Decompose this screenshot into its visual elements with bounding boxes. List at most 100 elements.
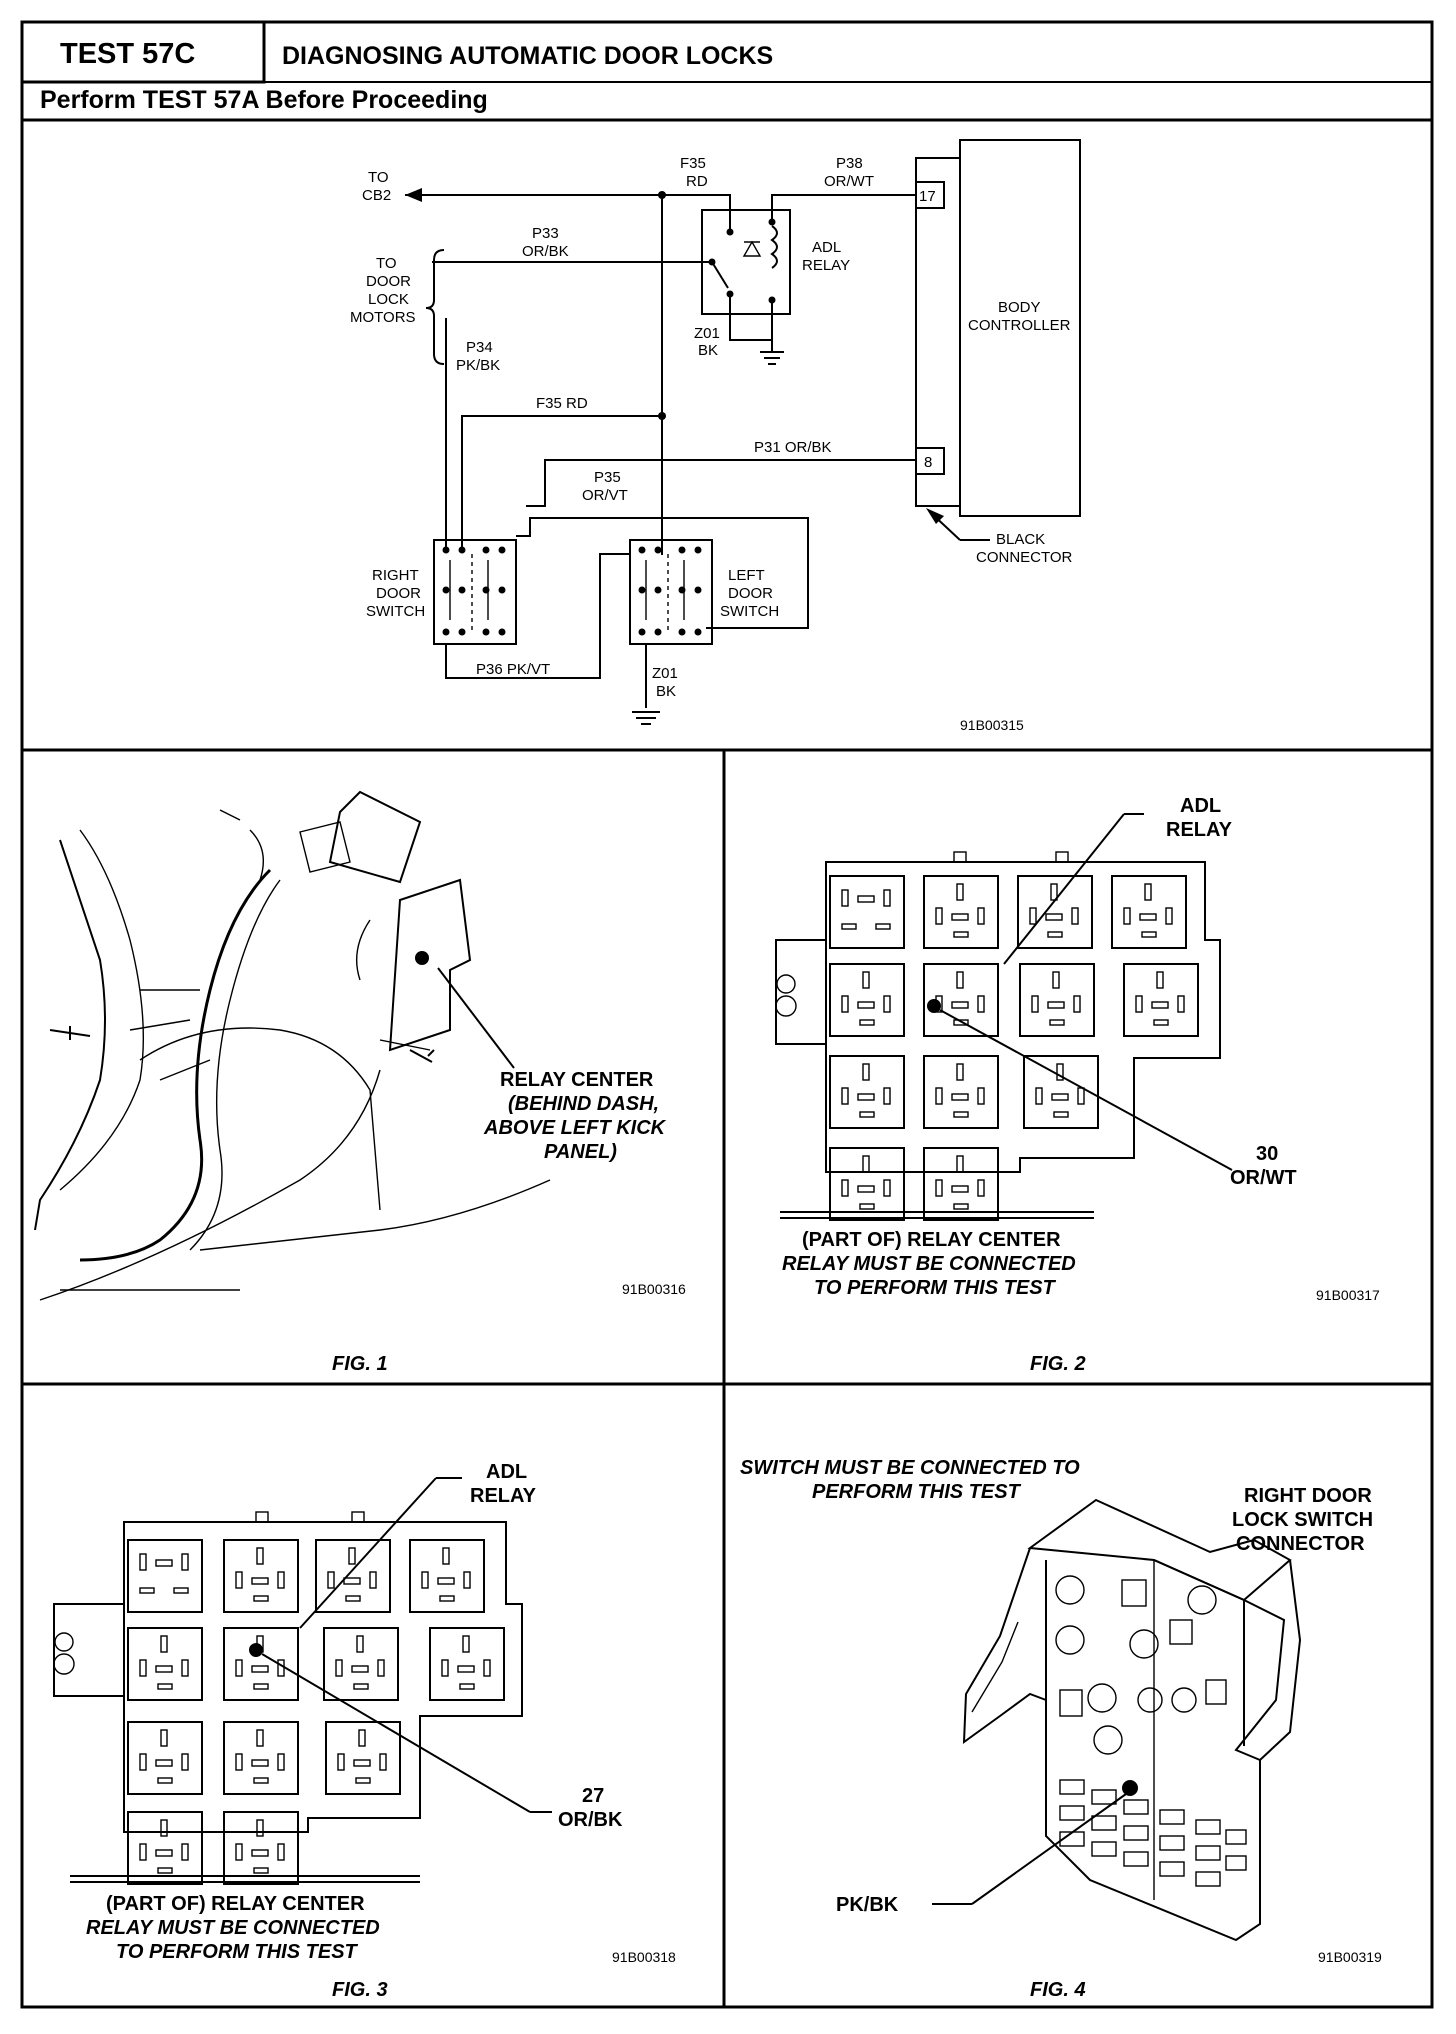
relay-diode bbox=[742, 240, 762, 257]
fig4-connector-label-3: CONNECTOR bbox=[1236, 1533, 1365, 1555]
to-door-lock-motors-label: TO bbox=[376, 255, 397, 272]
p36-wire bbox=[445, 553, 630, 679]
z01-relay-label-2: BK bbox=[698, 342, 718, 359]
page-title: DIAGNOSING AUTOMATIC DOOR LOCKS bbox=[282, 42, 773, 70]
fig4-pin-label: PK/BK bbox=[836, 1894, 899, 1916]
fig3-note-2: RELAY MUST BE CONNECTED bbox=[86, 1917, 380, 1939]
p34-label-2: PK/BK bbox=[456, 357, 500, 374]
p35-label: P35 bbox=[594, 469, 621, 486]
to-door-lock-motors-label-4: MOTORS bbox=[350, 309, 416, 326]
motors-bracket bbox=[425, 249, 445, 365]
body-controller-label-2: CONTROLLER bbox=[968, 317, 1071, 334]
fig4-note-2: PERFORM THIS TEST bbox=[812, 1481, 1022, 1503]
pin-17-box bbox=[915, 181, 945, 209]
fig2-relay-label-2: RELAY bbox=[1166, 819, 1233, 841]
black-connector bbox=[915, 157, 961, 507]
black-connector-label-2: CONNECTOR bbox=[976, 549, 1073, 566]
test-id: TEST 57C bbox=[60, 38, 195, 70]
to-door-lock-motors-label-2: DOOR bbox=[366, 273, 411, 290]
fig1-callout-3: ABOVE LEFT KICK bbox=[483, 1117, 667, 1139]
fig3-code: 91B00318 bbox=[612, 1949, 676, 1965]
cb2-arrow bbox=[405, 188, 422, 202]
black-connector-label: BLACK bbox=[996, 531, 1045, 548]
fig1-callout-4: PANEL) bbox=[544, 1141, 617, 1163]
to-cb2-label: TO bbox=[368, 169, 389, 186]
fig3-relay-label-1: ADL bbox=[486, 1461, 527, 1483]
fig1-code: 91B00316 bbox=[622, 1281, 686, 1297]
fig3-note-3: TO PERFORM THIS TEST bbox=[116, 1941, 359, 1963]
fig2-code: 91B00317 bbox=[1316, 1287, 1380, 1303]
f35-relay-feed bbox=[662, 194, 731, 232]
p38-label: P38 bbox=[836, 155, 863, 172]
fig1-illustration bbox=[34, 790, 551, 1301]
left-door-switch-box bbox=[629, 539, 713, 645]
p34-label: P34 bbox=[466, 339, 493, 356]
prerequisite-note: Perform TEST 57A Before Proceeding bbox=[40, 86, 488, 114]
right-door-switch-contacts bbox=[442, 546, 506, 636]
relay-ground-symbol bbox=[760, 351, 784, 365]
fig2-relay-center bbox=[775, 813, 1233, 1221]
fig4-connector-label-2: LOCK SWITCH bbox=[1232, 1509, 1373, 1531]
f35-mid-wire bbox=[461, 415, 662, 550]
z01-ground-label-2: BK bbox=[656, 683, 676, 700]
fig3-relay-label-2: RELAY bbox=[470, 1485, 537, 1507]
fig4-note-1: SWITCH MUST BE CONNECTED TO bbox=[740, 1457, 1080, 1479]
fig2-relay-label-1: ADL bbox=[1180, 795, 1221, 817]
left-door-switch-label-2: DOOR bbox=[728, 585, 773, 602]
z01-ground-label: Z01 bbox=[652, 665, 678, 682]
relay-center-dot-fig1 bbox=[415, 951, 429, 965]
right-door-switch-label-3: SWITCH bbox=[366, 603, 425, 620]
body-controller-label: BODY bbox=[998, 299, 1041, 316]
to-door-lock-motors-label-3: LOCK bbox=[368, 291, 409, 308]
test-id-box bbox=[20, 20, 266, 84]
black-connector-arrow bbox=[926, 508, 944, 524]
p36-label: P36 PK/VT bbox=[476, 661, 550, 678]
relay-coil bbox=[770, 225, 778, 269]
fig2-pin-30-dot bbox=[927, 999, 941, 1013]
wiring-schematic: TO CB2 F35 RD P38 OR/WT ADL RELAY Z01 BK bbox=[350, 139, 1081, 733]
fig4-switch-connector bbox=[932, 1498, 1302, 1942]
p38-wire bbox=[771, 194, 916, 222]
adl-relay-schematic-label-2: RELAY bbox=[802, 257, 850, 274]
fig3-relay-center bbox=[53, 1477, 552, 1885]
p33-label-2: OR/BK bbox=[522, 243, 569, 260]
p35-label-2: OR/VT bbox=[582, 487, 628, 504]
fig4-code: 91B00319 bbox=[1318, 1949, 1382, 1965]
schematic-code: 91B00315 bbox=[960, 717, 1024, 733]
p31-label: P31 OR/BK bbox=[754, 439, 832, 456]
fig3-pin-label-1: 27 bbox=[582, 1785, 604, 1807]
relay-center-box-fig1 bbox=[388, 878, 472, 1052]
left-door-switch-label: LEFT bbox=[728, 567, 765, 584]
fig4-pkbk-pin-dot bbox=[1122, 1780, 1138, 1796]
z01-relay-label: Z01 bbox=[694, 325, 720, 342]
fig2-note-1: (PART OF) RELAY CENTER bbox=[802, 1229, 1061, 1251]
p35-wire bbox=[516, 517, 809, 629]
page-border bbox=[20, 20, 1434, 2009]
fig4-caption: FIG. 4 bbox=[1030, 1979, 1086, 2001]
f35-top-label: F35 bbox=[680, 155, 706, 172]
fig2-caption: FIG. 2 bbox=[1030, 1353, 1086, 1375]
p38-label-2: OR/WT bbox=[824, 173, 874, 190]
relay-contact bbox=[711, 261, 729, 289]
fig2-pin-label-2: OR/WT bbox=[1230, 1167, 1297, 1189]
ground-symbol bbox=[632, 711, 660, 725]
fig3-pin-27-dot bbox=[249, 1643, 263, 1657]
pin-17: 17 bbox=[919, 188, 936, 205]
right-door-switch-box bbox=[433, 539, 517, 645]
adl-relay-schematic-label: ADL bbox=[812, 239, 841, 256]
p33-label: P33 bbox=[532, 225, 559, 242]
fig1-caption: FIG. 1 bbox=[332, 1353, 388, 1375]
fig2-pin-label-1: 30 bbox=[1256, 1143, 1278, 1165]
fig1-callout-1: RELAY CENTER bbox=[500, 1069, 654, 1091]
fig1-callout-2: (BEHIND DASH, bbox=[508, 1093, 659, 1115]
right-door-switch-label: RIGHT bbox=[372, 567, 419, 584]
pin-8: 8 bbox=[924, 454, 932, 471]
left-door-switch-label-3: SWITCH bbox=[720, 603, 779, 620]
f35-mid-splice bbox=[658, 412, 666, 420]
p31-wire bbox=[526, 459, 916, 507]
f35-mid-label: F35 RD bbox=[536, 395, 588, 412]
left-door-switch-contacts bbox=[638, 546, 702, 636]
right-door-switch-label-2: DOOR bbox=[376, 585, 421, 602]
fig2-note-2: RELAY MUST BE CONNECTED bbox=[782, 1253, 1076, 1275]
